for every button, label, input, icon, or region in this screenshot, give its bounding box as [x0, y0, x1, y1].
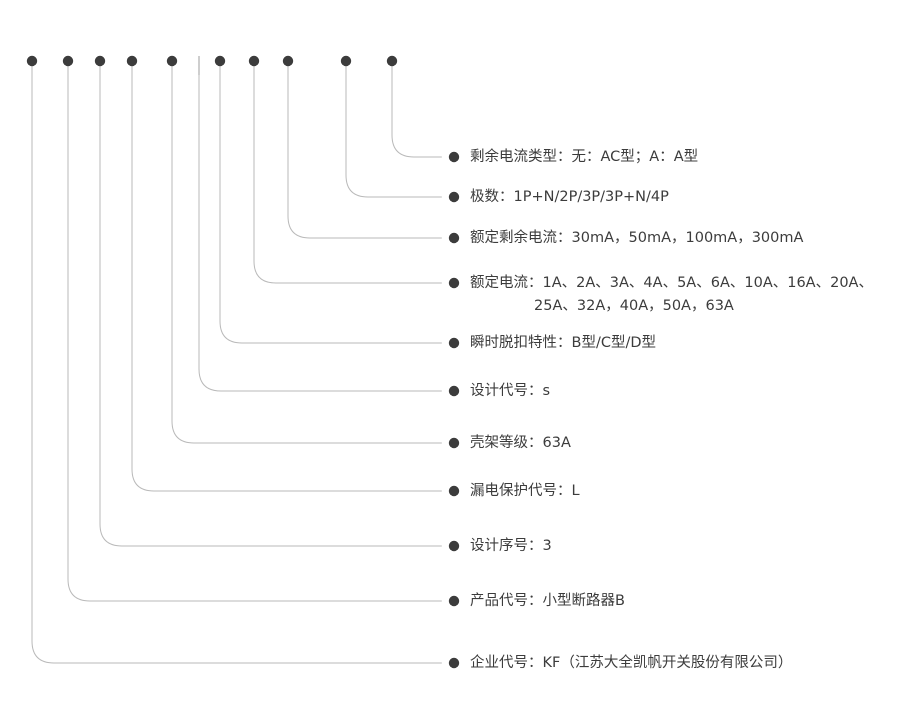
- callout-label-line1-leakage: 漏电保护代号：L: [470, 483, 580, 499]
- callout-bullet-leakage: [448, 485, 460, 497]
- leader-line-leakage: [131, 65, 442, 492]
- leader-line-enterprise: [31, 65, 442, 664]
- callout-label-residual_type: 剩余电流类型：无：AC型；A：A型: [470, 146, 698, 169]
- callout-bullet-residual_type: [448, 151, 460, 163]
- callout-label-line1-design_code: 设计代号：s: [470, 383, 551, 399]
- code-dot-residual_current: [282, 55, 294, 67]
- callout-label-line1-poles: 极数：1P+N/2P/3P/3P+N/4P: [470, 189, 669, 205]
- code-dot-rated_current: [248, 55, 260, 67]
- leader-line-residual_type: [391, 65, 442, 158]
- code-dot-leakage: [126, 55, 138, 67]
- leader-line-trip_curve: [219, 65, 442, 344]
- callout-label-line1-frame: 壳架等级：63A: [470, 435, 571, 451]
- leader-line-residual_current: [287, 65, 442, 239]
- callout-label-line2-rated_current: 25A、32A，40A，50A，63A: [534, 298, 734, 314]
- leader-line-rated_current: [253, 65, 442, 284]
- callout-bullet-design_serial: [448, 540, 460, 552]
- code-dot-trip_curve: [214, 55, 226, 67]
- callout-label-poles: 极数：1P+N/2P/3P/3P+N/4P: [470, 186, 669, 209]
- callout-label-line1-product: 产品代号：小型断路器B: [470, 593, 625, 609]
- callout-label-design_serial: 设计序号：3: [470, 535, 552, 558]
- callout-bullet-residual_current: [448, 232, 460, 244]
- callout-label-trip_curve: 瞬时脱扣特性：B型/C型/D型: [470, 332, 656, 355]
- callout-bullet-poles: [448, 191, 460, 203]
- callout-label-line1-residual_current: 额定剩余电流：30mA，50mA，100mA，300mA: [470, 230, 804, 246]
- callout-bullet-enterprise: [448, 657, 460, 669]
- code-dot-product: [62, 55, 74, 67]
- callout-bullet-trip_curve: [448, 337, 460, 349]
- code-dot-design_serial: [94, 55, 106, 67]
- callout-label-product: 产品代号：小型断路器B: [470, 590, 625, 613]
- leader-line-frame: [171, 65, 442, 444]
- leader-line-design_code: [198, 65, 442, 392]
- callout-label-frame: 壳架等级：63A: [470, 432, 571, 455]
- callout-label-design_code: 设计代号：s: [470, 380, 550, 403]
- callout-bullet-frame: [448, 437, 460, 449]
- leader-line-product: [67, 65, 442, 602]
- leader-line-design_serial: [99, 65, 442, 547]
- callout-label-line1-enterprise: 企业代号：KF（江苏大全凯帆开关股份有限公司）: [470, 655, 793, 671]
- callout-label-leakage: 漏电保护代号：L: [470, 480, 580, 503]
- callout-label-rated_current: 额定电流：1A、2A、3A、4A、5A、6A、10A、16A、20A、 25A、3…: [470, 272, 873, 318]
- callout-bullet-product: [448, 595, 460, 607]
- callout-label-line1-design_serial: 设计序号：3: [470, 538, 552, 554]
- code-dot-residual_type: [386, 55, 398, 67]
- callout-label-line1-rated_current: 额定电流：1A、2A、3A、4A、5A、6A、10A、16A、20A、: [470, 275, 873, 291]
- callout-label-residual_current: 额定剩余电流：30mA，50mA，100mA，300mA: [470, 227, 803, 250]
- callout-bullet-rated_current: [448, 277, 460, 289]
- callout-label-line1-trip_curve: 瞬时脱扣特性：B型/C型/D型: [470, 335, 657, 351]
- code-dot-frame: [166, 55, 178, 67]
- callout-bullet-design_code: [448, 385, 460, 397]
- code-dot-poles: [340, 55, 352, 67]
- callout-label-enterprise: 企业代号：KF（江苏大全凯帆开关股份有限公司）: [470, 652, 792, 675]
- callout-label-line1-residual_type: 剩余电流类型：无：AC型；A：A型: [470, 149, 699, 165]
- code-dot-enterprise: [26, 55, 38, 67]
- leader-line-poles: [345, 65, 442, 198]
